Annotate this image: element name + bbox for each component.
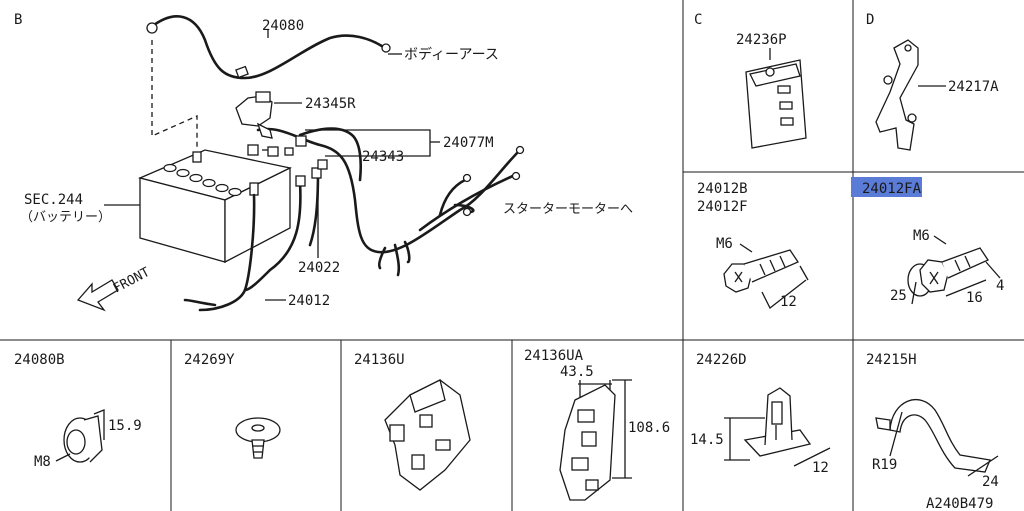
label-starter: スターターモーターへ: [503, 202, 633, 217]
label-dim-14-5: 14.5: [690, 432, 724, 448]
label-24022: 24022: [298, 260, 340, 276]
label-24226d: 24226D: [696, 352, 747, 368]
bolt-24012fa: [907, 247, 989, 297]
label-24012: 24012: [288, 293, 330, 309]
label-dim-108-6: 108.6: [628, 420, 670, 436]
label-24080b: 24080B: [14, 352, 65, 368]
label-m6-b: M6: [913, 228, 930, 244]
diagram-reference: A240B479: [926, 496, 993, 511]
label-body-earth: ボディーアース: [404, 46, 499, 63]
label-r19: R19: [872, 457, 897, 473]
label-24012f: 24012F: [697, 199, 748, 215]
label-24236p: 24236P: [736, 32, 787, 48]
section-label-b: B: [14, 12, 22, 28]
label-24080: 24080: [262, 18, 304, 34]
label-dim-16: 16: [966, 290, 983, 306]
part-24217a: [875, 39, 919, 151]
label-front: FRONT: [111, 265, 153, 297]
clip-24269y: [235, 417, 281, 459]
label-dim-43-5: 43.5: [560, 364, 594, 380]
part-24236p: [745, 59, 807, 149]
nut-24080b: [63, 415, 103, 463]
label-dim-25: 25: [890, 288, 907, 304]
label-24012b: 24012B: [697, 181, 748, 197]
label-24077m: 24077M: [443, 135, 494, 151]
clip-24226d: [743, 387, 812, 457]
label-24215h: 24215H: [866, 352, 917, 368]
label-24136u: 24136U: [354, 352, 405, 368]
clamp-24215h: [875, 399, 991, 473]
label-dim-24: 24: [982, 474, 999, 490]
harness-clips: [235, 91, 328, 187]
label-m8: M8: [34, 454, 51, 470]
label-battery: （バッテリー）: [20, 210, 111, 225]
label-dim-4: 4: [996, 278, 1004, 294]
section-b-leaders: [104, 30, 440, 301]
label-24217a: 24217A: [948, 79, 999, 95]
label-m6-a: M6: [716, 236, 733, 252]
label-dim-15-9: 15.9: [108, 418, 142, 434]
label-sec244: SEC.244: [24, 192, 83, 208]
label-dim-12-b: 12: [812, 460, 829, 476]
battery-drawing: [138, 40, 292, 264]
section-label-c: C: [694, 12, 702, 28]
section-label-d: D: [866, 12, 874, 28]
label-24012fa: 24012FA: [862, 181, 922, 197]
highlight-24012fa: [851, 177, 922, 197]
label-24345r: 24345R: [305, 96, 356, 112]
bracket-24136ua: [559, 384, 616, 501]
label-24136ua: 24136UA: [524, 348, 584, 364]
label-dim-12-a: 12: [780, 294, 797, 310]
bolt-24012b: [723, 249, 799, 293]
bracket-24136u: [384, 379, 471, 491]
label-24269y: 24269Y: [184, 352, 235, 368]
front-arrow-icon: [76, 279, 119, 312]
label-24343: 24343: [362, 149, 404, 165]
